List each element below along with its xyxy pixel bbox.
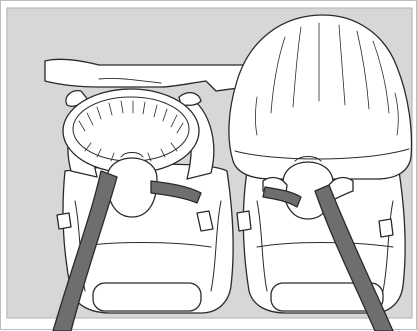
passenger-seat-belt — [236, 184, 394, 331]
driver-seat-belt — [52, 170, 214, 331]
passenger-seat-cushion — [270, 282, 384, 312]
driver-seat-cushion — [92, 282, 202, 312]
driver-head — [106, 152, 158, 218]
